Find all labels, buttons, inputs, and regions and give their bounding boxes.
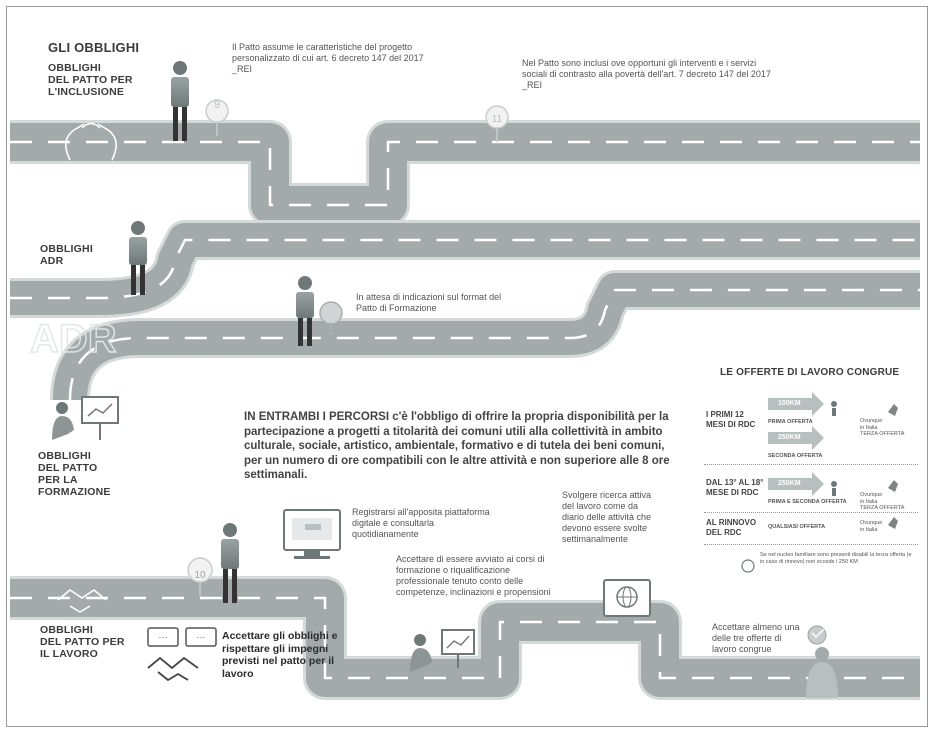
speech-bubbles-icon: ··· ···	[147, 627, 217, 647]
offerte-divider-2	[704, 512, 918, 513]
road-adr	[10, 220, 920, 318]
road-lavoro	[10, 576, 920, 700]
section-formazione-title: OBBLIGHI DEL PATTO PER LA FORMAZIONE	[38, 450, 111, 498]
adr-watermark: ADR	[30, 317, 117, 361]
offerte-row1-dist2: 250KM	[778, 434, 801, 441]
note-corsi: Accettare di essere avviato ai corsi di …	[396, 554, 551, 597]
offerte-arrows	[741, 392, 898, 573]
svg-text:···: ···	[159, 632, 168, 642]
hands-heart-icon	[65, 122, 117, 161]
person-inclusione	[171, 61, 189, 141]
svg-text:9: 9	[214, 99, 220, 111]
svg-text:10: 10	[194, 570, 206, 581]
note-registrarsi: Registrarsi all'apposita piattaforma dig…	[352, 507, 490, 539]
road-formazione	[50, 270, 920, 401]
offerte-footnote: Se nel nucleo familiare sono presenti di…	[760, 552, 912, 565]
svg-text:11: 11	[492, 114, 503, 125]
road-inclusione	[10, 120, 920, 227]
offerte-row2-side: Ovunque in Italia TERZA OFFERTA	[860, 492, 905, 511]
teacher-lavoro-icon	[410, 629, 475, 672]
note-attesa: In attesa di indicazioni sul format del …	[356, 292, 502, 313]
offerte-divider-1	[704, 464, 918, 465]
handshake-icon	[147, 656, 199, 682]
offerte-row1-tag1: PRIMA OFFERTA	[768, 419, 813, 425]
note-patto-caratteristiche: Il Patto assume le caratteristiche del p…	[232, 42, 424, 74]
computer-icon	[283, 509, 341, 559]
page-title: GLI OBBLIGHI	[48, 40, 140, 55]
note-patto-inclusi: Nel Patto sono inclusi ove opportuni gli…	[522, 58, 771, 90]
section-lavoro-title: OBBLIGHI DEL PATTO PER IL LAVORO	[40, 624, 125, 660]
person-lavoro	[221, 523, 239, 603]
offerte-divider-3	[704, 544, 918, 545]
person-adr	[129, 221, 147, 295]
offerte-row1-label: I PRIMI 12 MESI DI RDC	[706, 410, 756, 429]
offerte-row3-label: AL RINNOVO DEL RDC	[706, 518, 757, 537]
thinking-person-icon	[806, 625, 838, 698]
offerte-title: LE OFFERTE DI LAVORO CONGRUE	[720, 367, 900, 378]
offerte-row3-side: Ovunque in Italia	[860, 520, 883, 533]
marker-9: 9	[205, 99, 229, 137]
offerte-row2-tag: PRIMA E SECONDA OFFERTA	[768, 499, 847, 505]
section-inclusione-title: OBBLIGHI DEL PATTO PER L'INCLUSIONE	[48, 62, 133, 98]
offerte-row2-label: DAL 13° AL 18° MESE DI RDC	[706, 478, 764, 497]
section-adr-title: OBBLIGHI ADR	[40, 243, 93, 267]
svg-text:···: ···	[197, 632, 206, 642]
handshake-road-icon	[57, 589, 107, 613]
offerte-row1-dist1: 100KM	[778, 400, 801, 407]
offerte-row1-tag2: SECONDA OFFERTA	[768, 453, 823, 459]
note-ricerca: Svolgere ricerca attiva del lavoro come …	[562, 490, 652, 544]
offerte-row3-tag: QUALSIASI OFFERTA	[768, 524, 826, 530]
note-accettare-offerta: Accettare almeno una delle tre offerte d…	[712, 622, 800, 654]
note-accettare-obblighi: Accettare gli obblighi e rispettare gli …	[222, 630, 338, 680]
marker-10: 10	[187, 557, 213, 598]
offerte-row1-side: Ovunque in Italia TERZA OFFERTA	[860, 418, 905, 437]
note-entrambi: IN ENTRAMBI I PERCORSI c'è l'obbligo di …	[244, 411, 670, 481]
teacher-board-icon	[52, 396, 119, 440]
marker-11: 11	[485, 105, 509, 143]
offerte-row2-dist: 250KM	[778, 480, 801, 487]
person-formazione	[296, 276, 343, 346]
page-frame	[6, 6, 928, 727]
monitor-globe-icon	[603, 579, 651, 617]
